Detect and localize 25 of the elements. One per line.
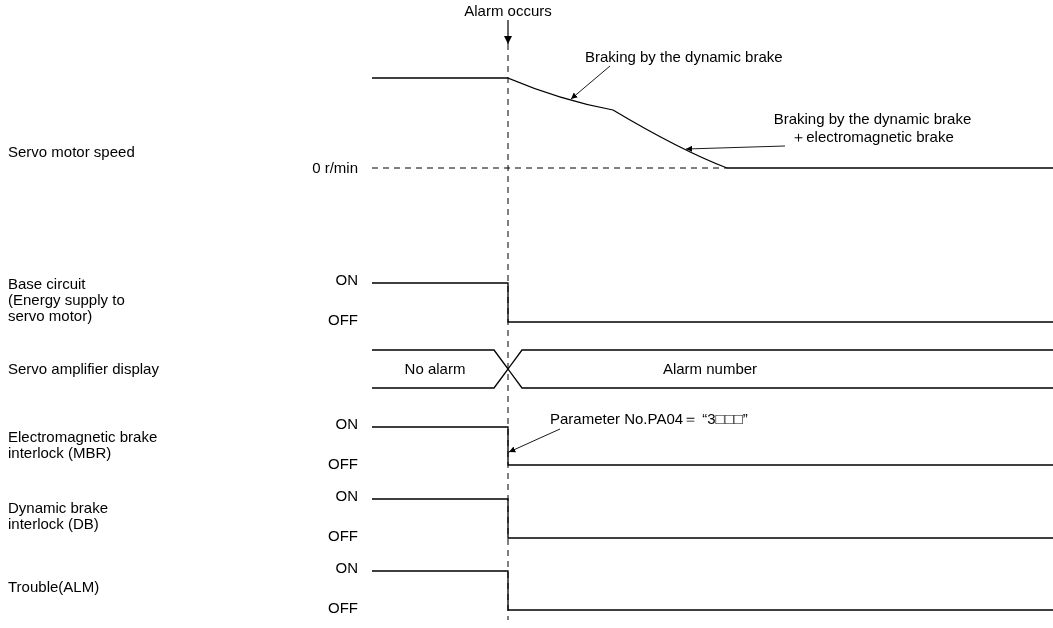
speed-curve — [507, 77, 614, 111]
speed-curve — [612, 109, 728, 169]
signal-name: Servo amplifier display — [8, 361, 160, 377]
level-label: OFF — [327, 456, 358, 472]
level-label: ON — [334, 488, 358, 504]
level-label: 0 r/min — [311, 160, 358, 176]
level-label: OFF — [327, 528, 358, 544]
arrow — [503, 19, 513, 45]
signal-name: Electromagnetic brake interlock (MBR) — [8, 429, 159, 461]
state-label: Alarm number — [661, 361, 759, 377]
callout-text: Alarm occurs — [458, 2, 558, 20]
level-label: ON — [334, 272, 358, 288]
signal-name: Trouble(ALM) — [8, 579, 101, 595]
signal-name: Servo motor speed — [8, 144, 136, 160]
level-label: ON — [334, 560, 358, 576]
level-label: OFF — [327, 600, 358, 616]
callout-text: Braking by the dynamic brake ＋electromagnetic brake — [770, 110, 975, 146]
state-label: No alarm — [403, 361, 467, 377]
callout-text: Parameter No.PA04＝ “3□□□” — [550, 410, 748, 428]
level-label: ON — [334, 416, 358, 432]
signal-name: Base circuit (Energy supply to servo motor) — [8, 276, 126, 324]
level-label: OFF — [327, 312, 358, 328]
callout-text: Braking by the dynamic brake — [585, 48, 783, 66]
timing-waveform — [371, 426, 1053, 466]
signal-name: Dynamic brake interlock (DB) — [8, 500, 110, 532]
